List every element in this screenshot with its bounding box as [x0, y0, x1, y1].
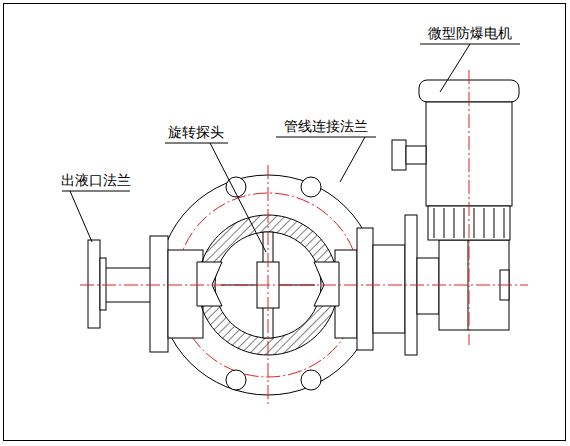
outlet	[88, 236, 203, 352]
callout-label: 微型防爆电机	[428, 26, 512, 41]
callout-label: 旋转探头	[168, 125, 224, 140]
callout-label: 出液口法兰	[61, 173, 131, 188]
bolt-holes	[226, 177, 321, 390]
frame	[4, 4, 566, 441]
leader-lines	[62, 44, 520, 252]
center-lines	[80, 70, 528, 405]
explosion-proof-motor	[392, 80, 519, 240]
callout-label: 管线连接法兰	[284, 119, 368, 134]
